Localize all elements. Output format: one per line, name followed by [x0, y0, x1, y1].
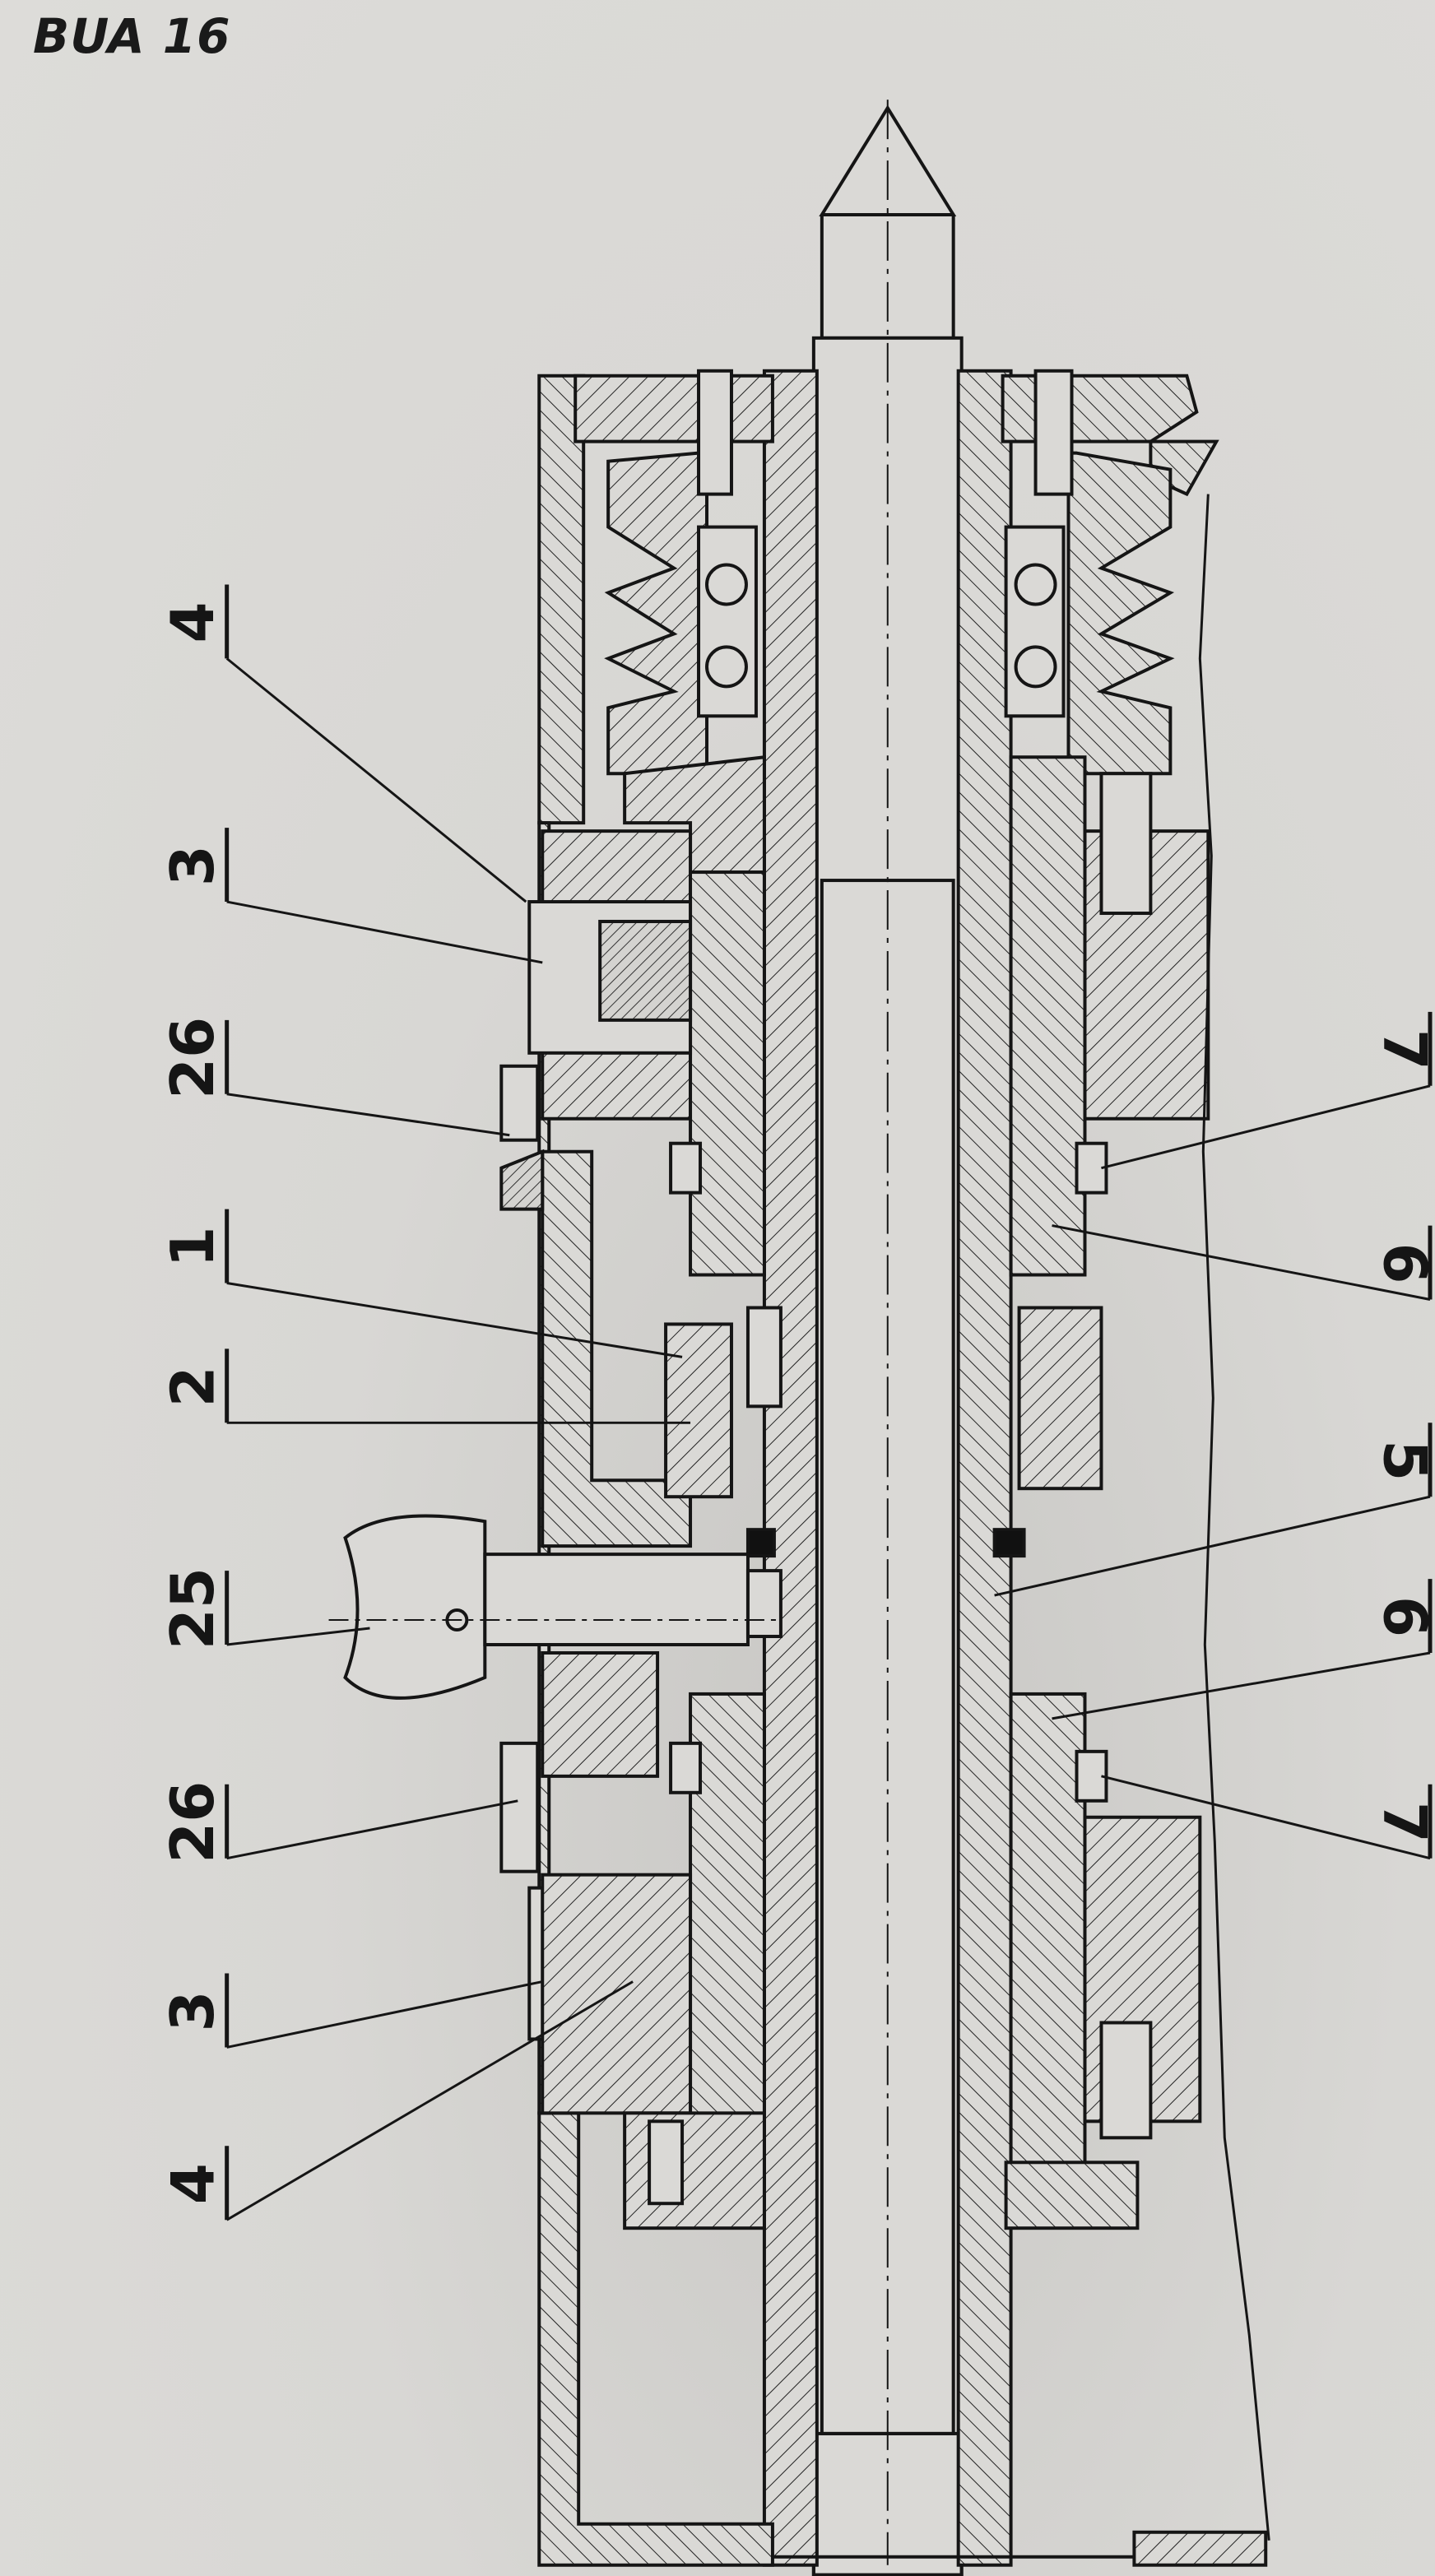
section-geometry [328, 100, 1270, 2576]
pulley-left [604, 451, 709, 776]
part-label-26: 26 [158, 1017, 227, 1099]
top-cap-right [1001, 374, 1199, 443]
part-label-2: 2 [158, 1366, 227, 1407]
leader-line [226, 1093, 510, 1137]
part-label-26: 26 [158, 1781, 227, 1864]
part-label-6: 6 [1371, 1596, 1435, 1637]
part-label-25: 25 [158, 1567, 227, 1650]
leader-line [226, 1799, 518, 1860]
part-label-6: 6 [1371, 1243, 1435, 1284]
quill-left [762, 369, 819, 2567]
part-label-5: 5 [1371, 1440, 1435, 1481]
leader-line [226, 1980, 543, 2049]
quill-right [956, 369, 1013, 2567]
part-label-7: 7 [1371, 1029, 1435, 1070]
leader-line [226, 1282, 683, 1358]
top-cap-left [574, 374, 774, 443]
part-label-7: 7 [1371, 1802, 1435, 1843]
leader-line [1052, 1651, 1431, 1720]
upper-sleeve-left [689, 870, 766, 1277]
housing-left-wall [537, 374, 586, 825]
pulley-right [1066, 451, 1175, 776]
leader-line [994, 1495, 1431, 1597]
part-label-1: 1 [158, 1227, 227, 1268]
knob-stem [483, 1553, 750, 1647]
break-line [1198, 494, 1270, 2541]
part-label-3: 3 [158, 845, 227, 886]
upper-sleeve-right [1009, 755, 1087, 1277]
part-label-3: 3 [158, 1990, 227, 2031]
lower-sleeve-left [689, 1692, 766, 2189]
bearing-right [1004, 525, 1066, 718]
lower-block-left [541, 1873, 693, 2115]
leader-line [226, 900, 543, 964]
leader-line [1101, 1084, 1431, 1170]
leader-line [1052, 1224, 1431, 1301]
leader-line [225, 1980, 634, 2221]
leader-line [226, 1627, 370, 1646]
part-label-4: 4 [158, 2163, 227, 2204]
part-labels: 4 3 26 1 2 25 26 3 4 7 6 5 6 7 [158, 584, 1435, 2221]
bearing-left [697, 525, 758, 718]
part-label-4: 4 [158, 601, 227, 643]
knob-25 [343, 1514, 487, 1700]
drawing-title: BUA 16 [33, 8, 231, 64]
leader-line [225, 657, 527, 903]
leader-line [1101, 1775, 1431, 1860]
lower-sleeve-right [1009, 1692, 1087, 2206]
